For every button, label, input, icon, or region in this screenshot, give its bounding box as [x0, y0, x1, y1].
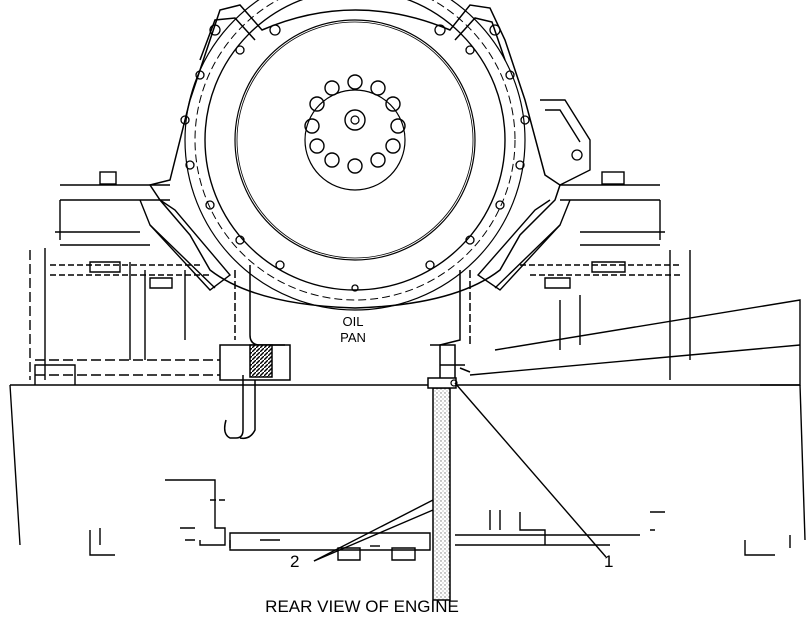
frame-rail: [9, 384, 806, 561]
dipstick-cap: [427, 377, 457, 389]
right-engine-mount: [469, 171, 801, 386]
oil-pan-label: OIL PAN: [328, 314, 378, 346]
callout-2: 2: [290, 552, 300, 571]
right-bracket: [540, 99, 591, 186]
oil-pan-label-line2: PAN: [340, 330, 366, 345]
flywheel-bolts: [304, 74, 406, 174]
leader-lines: [313, 382, 607, 562]
housing-bolts: [180, 24, 583, 292]
callout-1: 1: [604, 552, 614, 571]
dipstick-clip: [450, 379, 458, 387]
figure-caption: REAR VIEW OF ENGINE: [265, 597, 459, 616]
oil-pan-body: [219, 265, 471, 440]
left-engine-mount: [29, 171, 232, 385]
flywheel-housing: [148, 0, 561, 311]
dipstick-tube: [432, 387, 451, 601]
oil-pan-label-line1: OIL: [342, 314, 364, 329]
